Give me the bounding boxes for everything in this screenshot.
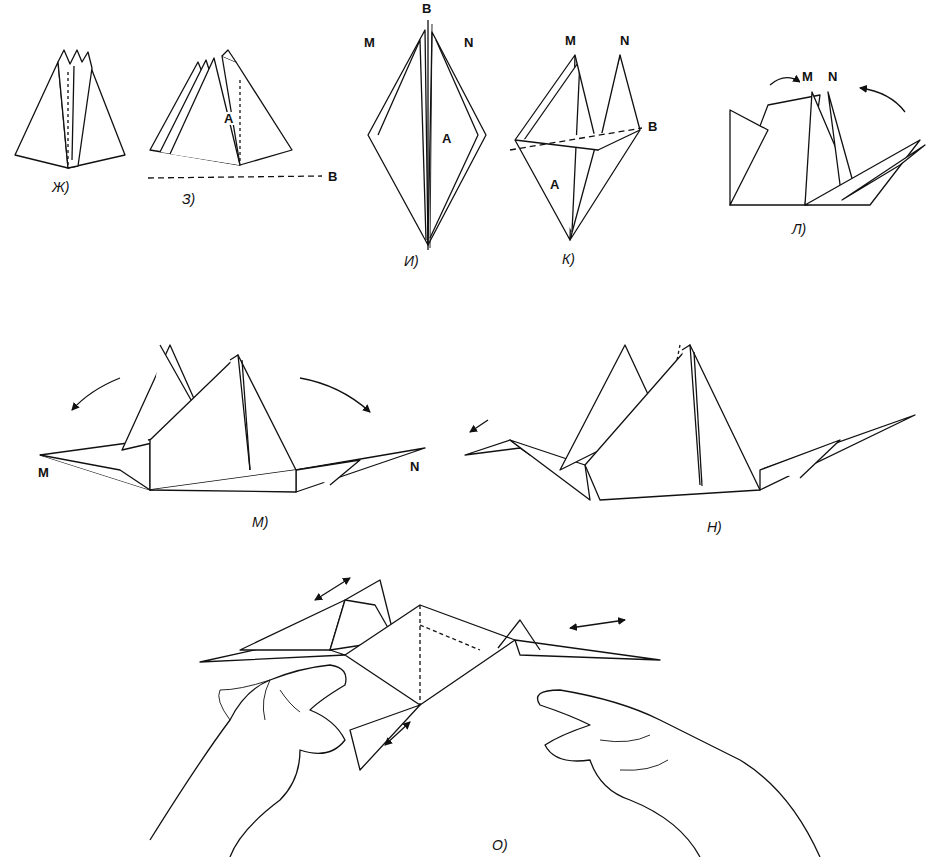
point-label: N [462,36,475,49]
step-label: Л) [790,222,808,236]
step-label: З) [180,192,197,206]
point-label: M [563,34,578,47]
step-label: И) [402,254,421,268]
point-label: A [440,132,453,145]
point-label: B [420,2,433,15]
point-label: B [326,170,339,183]
point-label: A [222,112,235,125]
point-label: B [646,120,659,133]
point-label: M [36,466,51,479]
point-label: N [826,70,839,83]
step-label: М) [250,515,270,529]
step-label: Ж) [50,180,72,194]
step-label: О) [490,838,510,852]
step-label: Н) [705,520,724,534]
point-label: N [408,460,421,473]
point-label: M [800,70,815,83]
point-label: M [362,36,377,49]
point-label: N [618,34,631,47]
step-label: К) [560,252,577,266]
point-label: A [548,178,561,191]
